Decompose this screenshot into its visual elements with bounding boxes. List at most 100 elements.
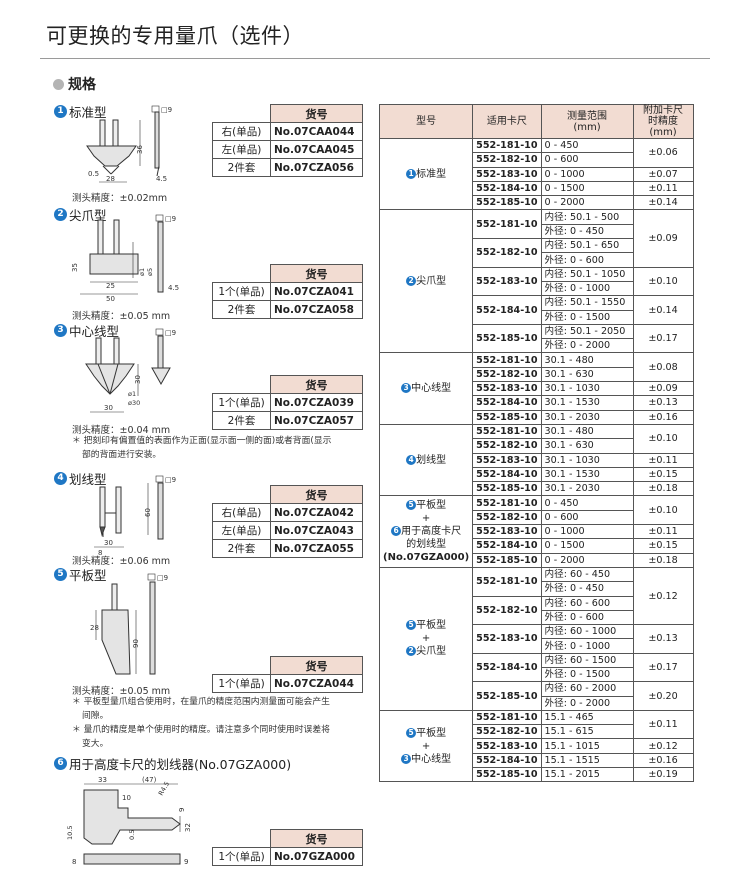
accuracy-value: ±0.12 [632, 566, 694, 626]
dim-label: 32 [184, 823, 192, 832]
dim-label: 30 [104, 539, 113, 547]
measuring-range: 15.1 - 1515 [540, 752, 634, 769]
parts-code: No.07CZA058 [270, 300, 363, 319]
section-number-badge: 1 [54, 105, 67, 118]
accuracy-value: ±0.11 [632, 524, 694, 540]
measuring-range: 30.1 - 1530 [540, 395, 634, 411]
note-line: 间隙。 [82, 711, 109, 721]
parts-label: 1个(单品) [212, 847, 271, 866]
dim-label: ø5 [146, 268, 154, 276]
parts-table-header: 货号 [270, 656, 363, 675]
section-2-heading: 2 尖爪型 [54, 205, 107, 224]
caliper-model: 552-184-10 [472, 295, 542, 325]
centerline-jaw-drawing: 30 ø1 ø30 30 □9 [78, 326, 188, 418]
section-3-accuracy: 测头精度：±0.04 mm [72, 425, 171, 436]
parts-label: 2件套 [212, 300, 271, 319]
accuracy-value: ±0.10 [632, 423, 694, 454]
accuracy-value: ±0.14 [632, 295, 694, 325]
type-number-badge: 4 [406, 454, 417, 465]
dim-label: 50 [106, 295, 115, 303]
parts-label: 1个(单品) [212, 393, 271, 412]
caliper-model: 552-185-10 [472, 323, 542, 354]
measuring-range: 0 - 2000 [540, 195, 634, 211]
type-number-badge: 1 [406, 168, 417, 179]
model-type-text: + [421, 513, 431, 525]
parts-label: 右(单品) [212, 122, 271, 141]
dim-label: (47) [142, 776, 157, 784]
model-type-line: (No.07GZA000) [383, 551, 469, 564]
bullet-dot-icon [53, 78, 64, 90]
model-type-text: 用于高度卡尺 [401, 526, 462, 538]
model-type-text: 尖爪型 [416, 646, 447, 658]
model-type-line: 的划线型 [383, 538, 469, 551]
caliper-model: 552-182-10 [472, 238, 542, 268]
parts-code: No.07CZA055 [270, 539, 363, 558]
type-number-badge: 2 [406, 275, 417, 286]
dim-label: □9 [165, 215, 176, 223]
caliper-model: 552-184-10 [472, 180, 542, 197]
measuring-range: 15.1 - 465 [540, 709, 634, 726]
measuring-range-inner: 内径: 60 - 2000 [540, 681, 634, 697]
measuring-range: 30.1 - 630 [540, 438, 634, 454]
measuring-range-outer: 外径: 0 - 1500 [540, 666, 634, 683]
column-header-model: 型号 [378, 104, 474, 139]
caliper-model: 552-184-10 [472, 752, 542, 769]
parts-label: 左(单品) [212, 521, 271, 540]
measuring-range: 30.1 - 2030 [540, 481, 634, 497]
note-line: ＊ 把刻印有偏置值的表面作为正面(显示面一侧的面)或者背面(显示 [72, 436, 332, 446]
model-type-text: 的划线型 [406, 539, 447, 551]
parts-table-header: 货号 [270, 264, 363, 283]
measuring-range: 0 - 1000 [540, 524, 634, 540]
dim-label: 30 [134, 375, 142, 384]
measuring-range-outer: 外径: 0 - 2000 [540, 695, 634, 711]
measuring-range: 0 - 600 [540, 509, 634, 526]
measuring-range-inner: 内径: 50.1 - 1550 [540, 295, 634, 311]
caliper-model: 552-181-10 [472, 423, 542, 440]
measuring-range-inner: 内径: 50.1 - 650 [540, 238, 634, 254]
parts-code: No.07CZA044 [270, 674, 363, 693]
caliper-model: 552-183-10 [472, 624, 542, 654]
parts-code: No.07CZA039 [270, 393, 363, 412]
section-number-badge: 3 [54, 324, 67, 337]
type-number-badge: 5 [406, 500, 417, 511]
section-4-parts-table: 货号 右(单品)No.07CZA042 左(单品)No.07CZA043 2件套… [212, 485, 363, 558]
parts-table-header: 货号 [270, 375, 363, 394]
accuracy-value: ±0.08 [632, 352, 694, 383]
measuring-range-outer: 外径: 0 - 1500 [540, 309, 634, 325]
dim-label: 28 [106, 175, 115, 183]
measuring-range-inner: 内径: 60 - 450 [540, 566, 634, 583]
parts-table-header: 货号 [270, 104, 363, 123]
accuracy-value: ±0.17 [632, 323, 694, 354]
section-number-badge: 4 [54, 472, 67, 485]
section-number-badge: 2 [54, 208, 67, 221]
dim-label: □9 [165, 329, 176, 337]
measuring-range: 30.1 - 1530 [540, 466, 634, 483]
section-name: 平板型 [69, 568, 107, 583]
caliper-model: 552-184-10 [472, 538, 542, 554]
parts-code: No.07CAA044 [270, 122, 363, 141]
measuring-range: 15.1 - 615 [540, 724, 634, 740]
parts-code: No.07CZA057 [270, 411, 363, 430]
measuring-range-outer: 外径: 0 - 600 [540, 252, 634, 268]
caliper-model: 552-181-10 [472, 352, 542, 368]
caliper-model: 552-182-10 [472, 509, 542, 526]
